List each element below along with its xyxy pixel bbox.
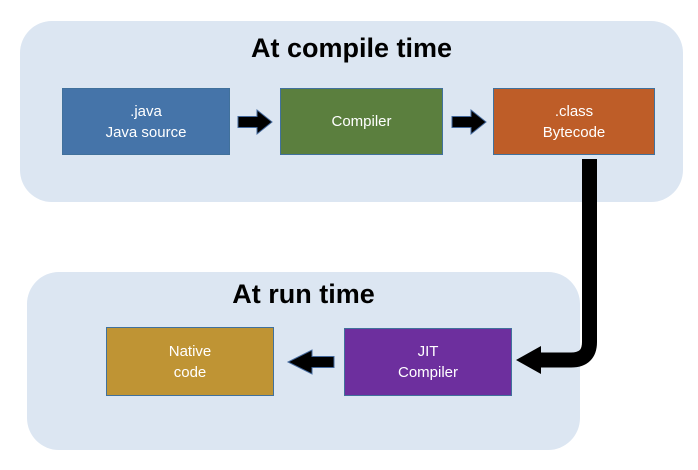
java-source-box: .java Java source	[62, 88, 230, 155]
jit-compiler-line2: Compiler	[397, 364, 458, 381]
jit-compiler-line1: JIT	[417, 343, 439, 360]
native-code-line2: code	[173, 363, 207, 381]
class-bytecode-line1: .class	[554, 102, 594, 120]
compile-time-title: At compile time	[250, 33, 453, 63]
run-time-title: At run time	[232, 279, 375, 309]
java-source-line1: .java	[130, 102, 162, 120]
native-code-line1: Native	[168, 342, 212, 360]
java-source-line2: Java source	[105, 123, 187, 141]
compiler-label: Compiler	[331, 113, 392, 130]
class-bytecode-box: .class Bytecode	[493, 88, 655, 155]
compiler-box: Compiler	[280, 88, 443, 155]
class-bytecode-line2: Bytecode	[542, 123, 606, 141]
native-code-box: Native code	[106, 327, 274, 396]
jit-compiler-box: JIT Compiler	[344, 328, 512, 396]
